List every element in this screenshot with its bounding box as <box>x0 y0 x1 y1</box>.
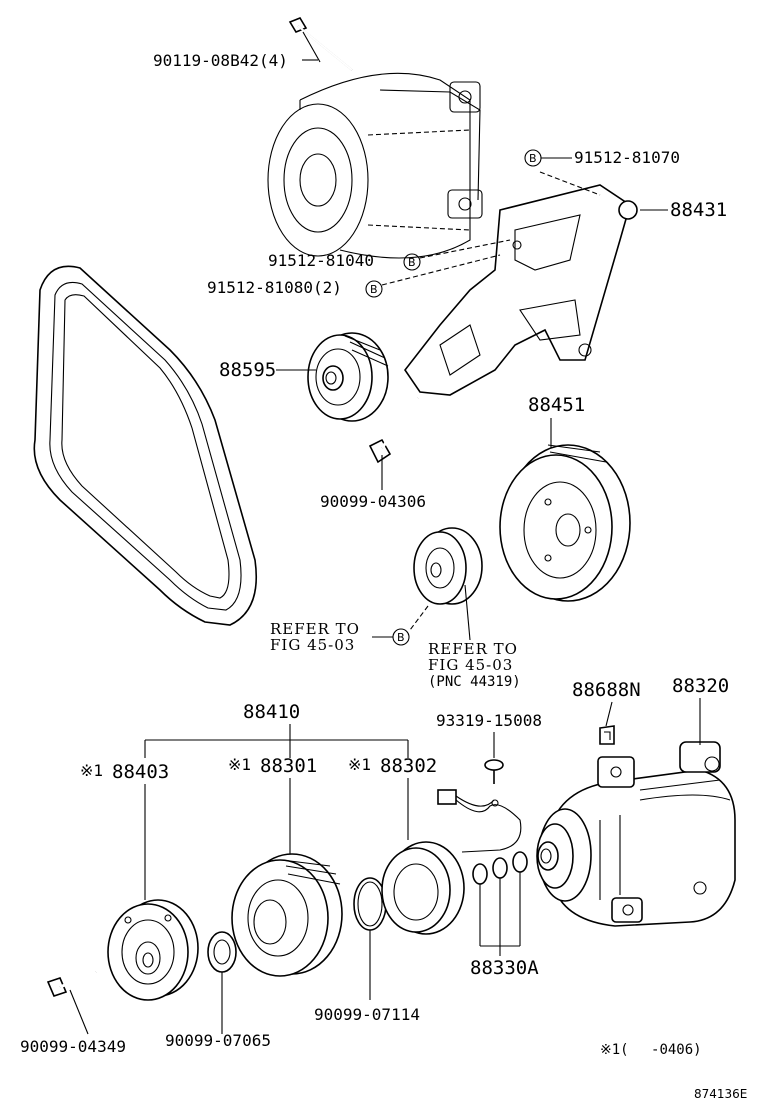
pulley-88451 <box>499 444 631 602</box>
refer-fig-1-line2: FIG 45-03 <box>270 636 355 654</box>
stator-88302 <box>381 841 465 935</box>
bracket-88431 <box>404 184 638 396</box>
screw-93319-15008 <box>484 759 504 784</box>
circle-b-3: B <box>365 280 383 298</box>
circle-b-2: B <box>403 253 421 271</box>
refer-fig-2-line1: REFER TO <box>428 640 518 658</box>
label-88320: 88320 <box>672 675 729 697</box>
label-88688n: 88688N <box>572 679 641 701</box>
label-90099-07114: 90099-07114 <box>314 1005 420 1024</box>
bolt-90099-04306 <box>368 397 420 490</box>
v-belt <box>33 265 257 626</box>
label-88431: 88431 <box>670 199 727 221</box>
snap-ring-90099-07114 <box>353 877 387 1000</box>
bolt-90099-04349 <box>46 970 97 1035</box>
shim-90099-07065 <box>207 931 237 1034</box>
small-pulley-ref <box>409 527 483 641</box>
label-88595: 88595 <box>219 359 276 381</box>
refer-fig-1-line1: REFER TO <box>270 620 360 638</box>
label-90099-04306: 90099-04306 <box>320 492 426 511</box>
idler-pulley-88595 <box>307 332 389 422</box>
label-93319-15008: 93319-15008 <box>436 711 542 730</box>
svg-text:B: B <box>529 152 537 165</box>
shims-88330a <box>472 851 528 956</box>
compressor-88320 <box>536 741 736 927</box>
label-90119-08b42: 90119-08B42(4) <box>153 51 288 70</box>
label-91512-81070: 91512-81070 <box>574 148 680 167</box>
rotor-88301 <box>231 853 343 977</box>
label-88451: 88451 <box>528 394 585 416</box>
label-88301: 88301 <box>260 755 317 777</box>
label-88302: 88302 <box>380 755 437 777</box>
svg-text:B: B <box>408 256 416 269</box>
circle-b-1: B <box>524 149 542 167</box>
label-91512-81080: 91512-81080(2) <box>207 278 342 297</box>
svg-text:B: B <box>397 631 405 644</box>
star-mark-88302: ※1 <box>348 755 371 774</box>
label-91512-81040: 91512-81040 <box>268 251 374 270</box>
refer-fig-2-line2: FIG 45-03 <box>428 656 513 674</box>
bolt-90119 <box>288 17 353 71</box>
svg-text:B: B <box>370 283 378 296</box>
circle-b-4: B <box>392 628 410 646</box>
pressure-plate-88403 <box>107 899 199 1001</box>
label-90099-04349: 90099-04349 <box>20 1037 126 1056</box>
label-88410: 88410 <box>243 701 300 723</box>
star-mark-88301: ※1 <box>228 755 251 774</box>
footnote: ※1( -0406) <box>600 1042 702 1058</box>
clip-88688n <box>599 725 615 745</box>
wire-harness <box>437 789 522 853</box>
label-88403: 88403 <box>112 761 169 783</box>
label-88330a: 88330A <box>470 957 539 979</box>
star-mark-88403: ※1 <box>80 761 103 780</box>
refer-fig-2-line3: (PNC 44319) <box>428 674 521 690</box>
drawing-number: 874136E <box>694 1087 747 1101</box>
compressor-phantom-top <box>267 72 483 259</box>
label-90099-07065: 90099-07065 <box>165 1031 271 1050</box>
